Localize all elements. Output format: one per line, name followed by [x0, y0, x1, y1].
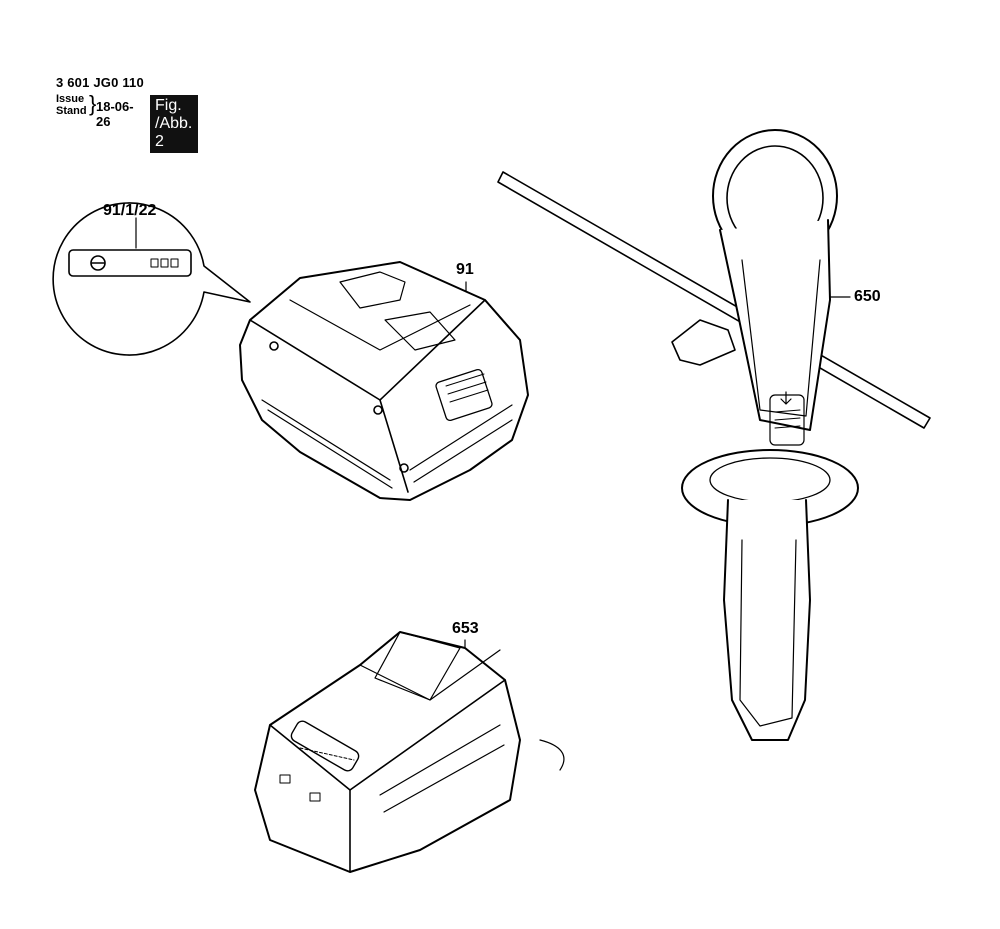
callout-battery-label: 91	[456, 261, 474, 278]
stand-label: Stand	[56, 105, 87, 117]
issue-row: Issue Stand } 18-06-26 Fig. /Abb. 2	[56, 91, 199, 153]
battery-charger	[254, 631, 565, 873]
callout-handle-label: 650	[854, 288, 881, 305]
detail-magnifier	[52, 202, 251, 356]
part-number: 3 601 JG0 110	[56, 75, 144, 90]
callout-charger-label: 653	[452, 620, 479, 637]
drawing-header: 3 601 JG0 110 Issue Stand } 18-06-26 Fig…	[56, 75, 199, 153]
battery-pack	[239, 261, 529, 501]
brace-icon: }	[89, 91, 97, 116]
issue-date: 18-06-26	[96, 99, 134, 129]
issue-stand-labels: Issue Stand	[56, 93, 87, 117]
callout-detail-label: 91/1/22	[103, 202, 157, 219]
figure-label: Fig. /Abb. 2	[150, 95, 199, 153]
auxiliary-handle	[497, 129, 931, 741]
issue-label: Issue	[56, 93, 85, 105]
